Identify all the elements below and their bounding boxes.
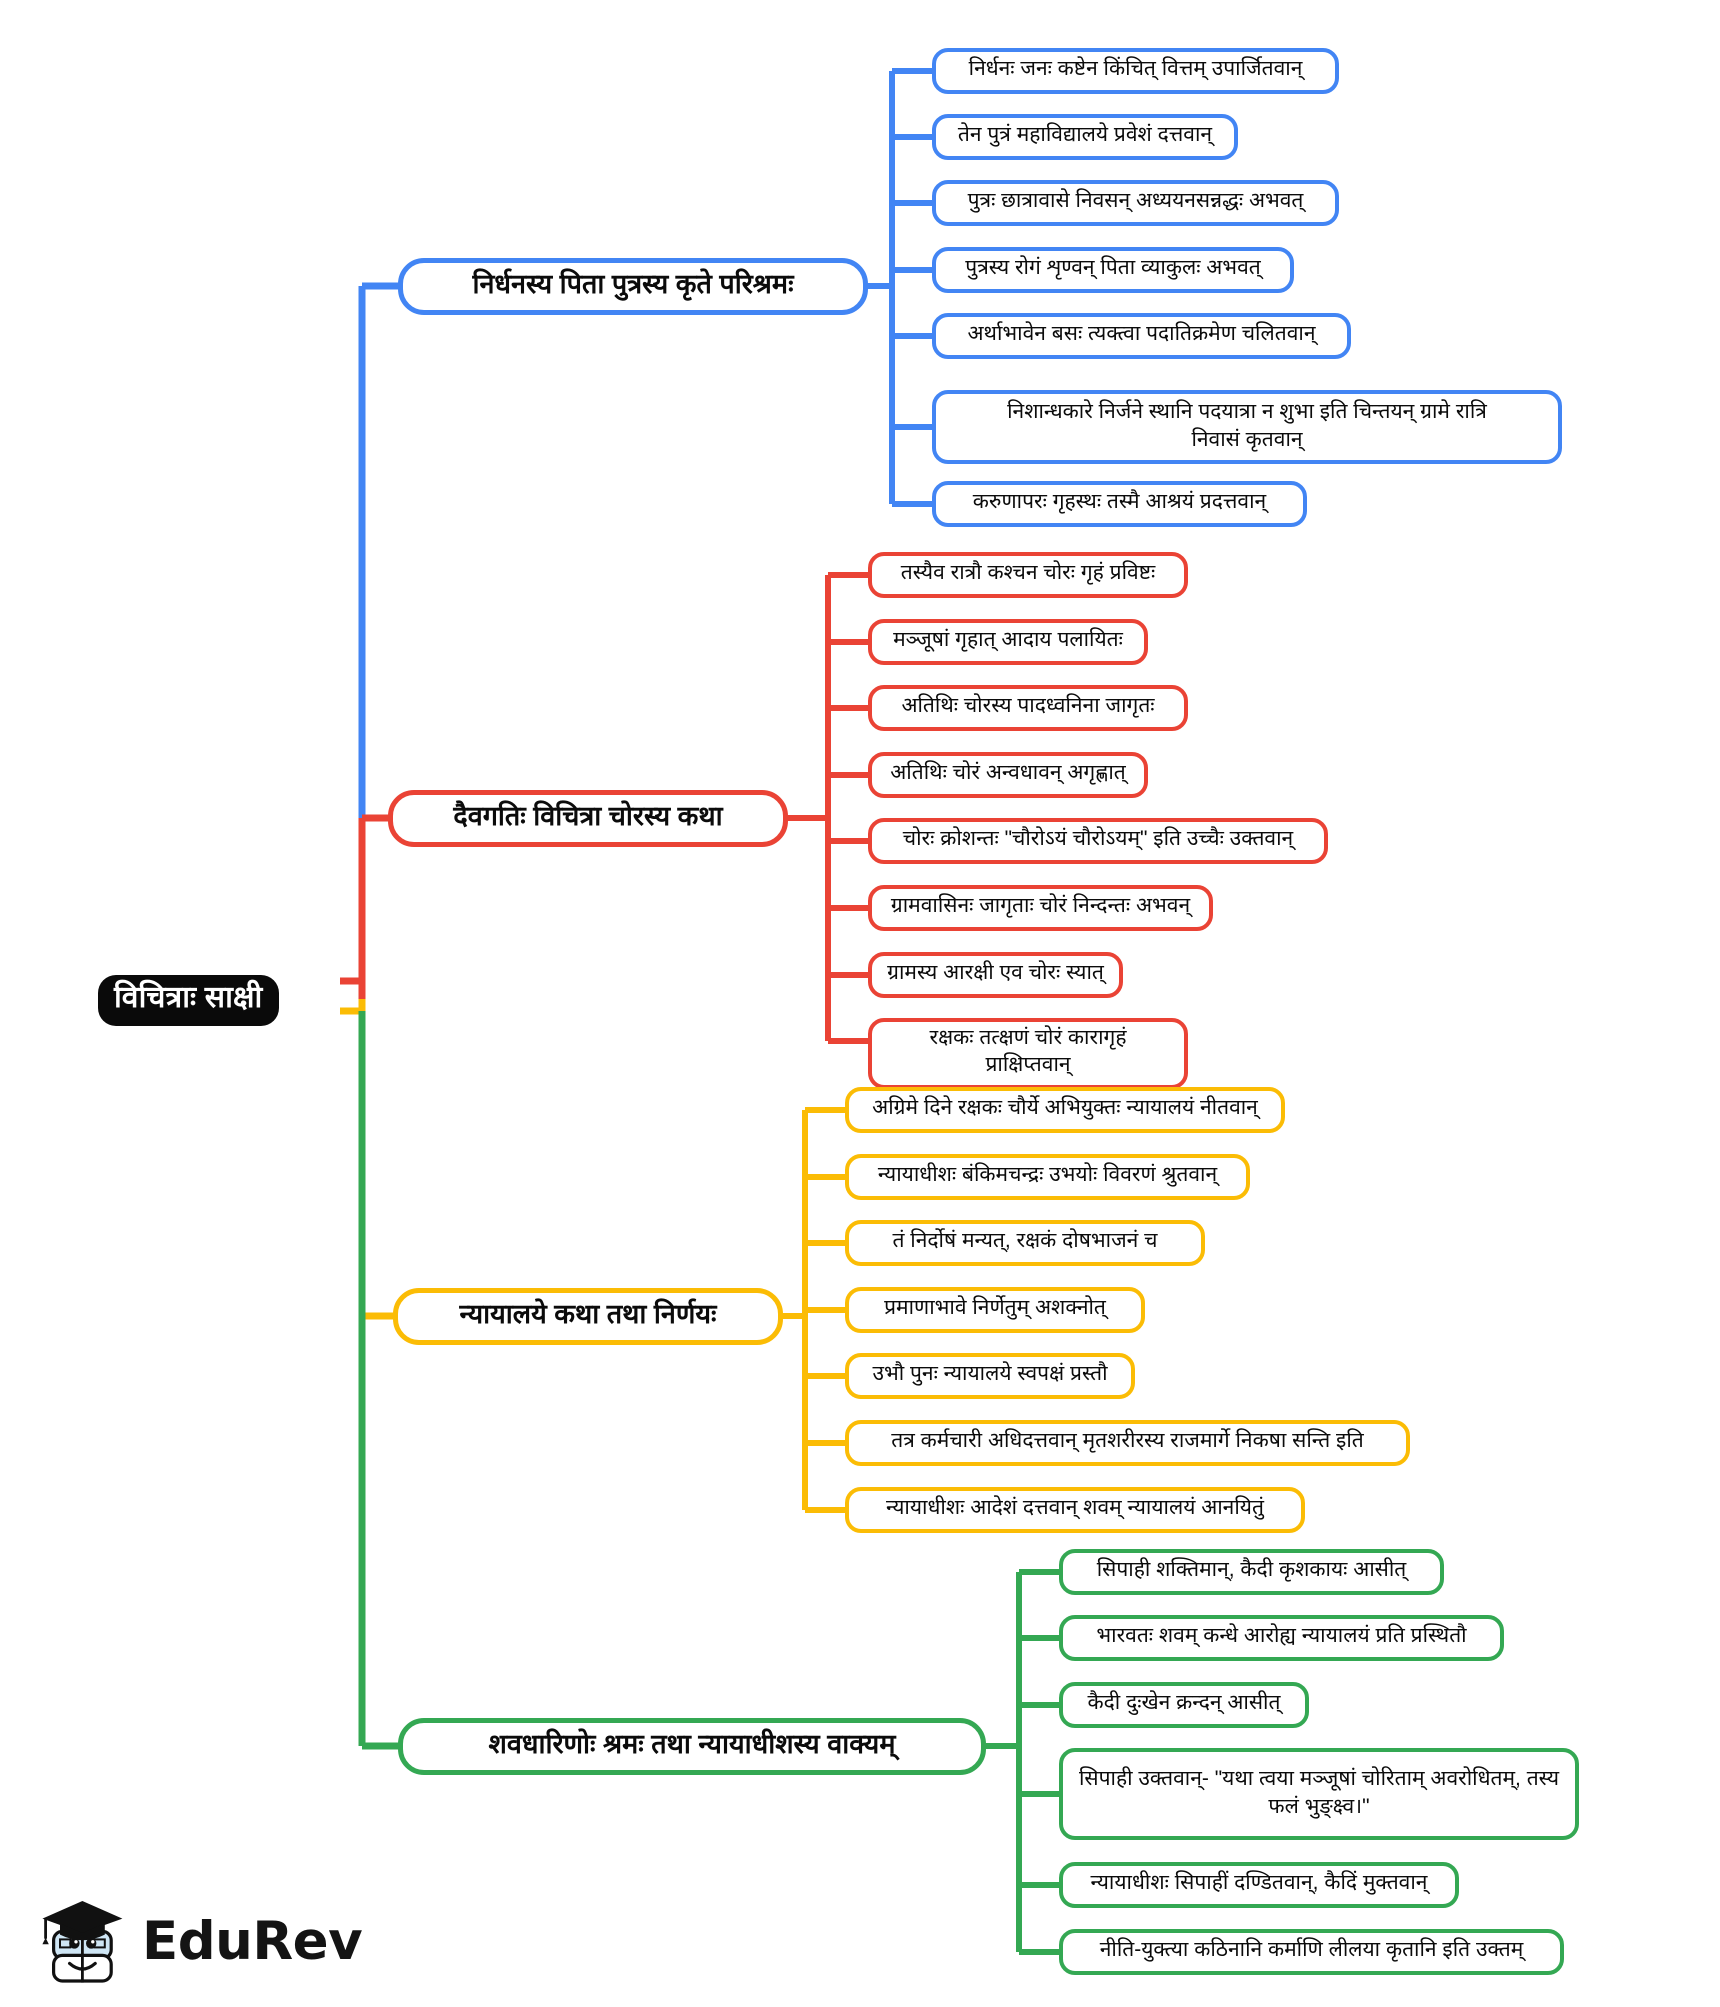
edurev-brand: EduRev: [36, 1893, 363, 1989]
leaf-node-4-5-label: न्यायाधीशः सिपाहीं दण्डितवान्, कैदिं मुक…: [1090, 1871, 1428, 1895]
leaf-node-1-5-label: अर्थाभावेन बसः त्यक्त्वा पदातिक्रमेण चलि…: [967, 322, 1316, 346]
leaf-node-2-1-label: तस्यैव रात्रौ कश्चन चोरः गृहं प्रविष्टः: [900, 561, 1156, 585]
leaf-node-1-3[interactable]: पुत्रः छात्रावासे निवसन् अध्ययनसन्नद्धः …: [932, 180, 1339, 226]
leaf-node-3-1-label: अग्रिमे दिने रक्षकः चौर्ये अभियुक्तः न्य…: [872, 1096, 1258, 1120]
leaf-node-3-3[interactable]: तं निर्दोषं मन्यत्, रक्षकं दोषभाजनं च: [845, 1220, 1205, 1266]
leaf-node-3-3-label: तं निर्दोषं मन्यत्, रक्षकं दोषभाजनं च: [892, 1229, 1158, 1253]
leaf-node-2-2[interactable]: मञ्जूषां गृहात् आदाय पलायितः: [868, 619, 1148, 665]
leaf-node-2-6-label: ग्रामवासिनः जागृताः चोरं निन्दन्तः अभवन्: [890, 894, 1191, 918]
branch-node-2[interactable]: दैवगतिः विचित्रा चोरस्य कथा: [388, 790, 788, 847]
leaf-node-1-6-label: निशान्धकारे निर्जने स्थानि पदयात्रा न शु…: [1007, 399, 1487, 451]
leaf-node-4-2[interactable]: भारवतः शवम् कन्धे आरोह्य न्यायालयं प्रति…: [1059, 1615, 1504, 1661]
leaf-node-1-1[interactable]: निर्धनः जनः कष्टेन किंचित् वित्तम् उपार्…: [932, 48, 1339, 94]
leaf-node-3-2[interactable]: न्यायाधीशः बंकिमचन्द्रः उभयोः विवरणं श्र…: [845, 1154, 1250, 1200]
branch-node-3-label: न्यायालये कथा तथा निर्णयः: [459, 1299, 717, 1329]
leaf-node-2-8-label: रक्षकः तत्क्षणं चोरं कारागृहं प्राक्षिप्…: [929, 1026, 1133, 1076]
leaf-node-4-3-label: कैदी दुःखेन क्रन्दन् आसीत्: [1087, 1691, 1281, 1715]
leaf-node-4-1-label: सिपाही शक्तिमान्, कैदी कृशकायः आसीत्: [1096, 1558, 1407, 1582]
leaf-node-2-5[interactable]: चोरः क्रोशन्तः "चौरोऽयं चौरोऽयम्" इति उच…: [868, 818, 1328, 864]
branch-node-4-label: शवधारिणोः श्रमः तथा न्यायाधीशस्य वाक्यम्: [488, 1729, 896, 1759]
leaf-node-4-5[interactable]: न्यायाधीशः सिपाहीं दण्डितवान्, कैदिं मुक…: [1059, 1862, 1459, 1908]
leaf-node-3-5[interactable]: उभौ पुनः न्यायालये स्वपक्षं प्रस्तौ: [845, 1353, 1135, 1399]
leaf-node-4-6-label: नीति-युक्त्या कठिनानि कर्माणि लीलया कृता…: [1099, 1938, 1524, 1962]
leaf-node-1-2[interactable]: तेन पुत्रं महाविद्यालये प्रवेशं दत्तवान्: [932, 114, 1238, 160]
leaf-node-3-2-label: न्यायाधीशः बंकिमचन्द्रः उभयोः विवरणं श्र…: [877, 1163, 1218, 1187]
leaf-node-2-3[interactable]: अतिथिः चोरस्य पादध्वनिना जागृतः: [868, 685, 1188, 731]
root-node-label: विचित्राः साक्षी: [114, 981, 263, 1014]
leaf-node-4-1[interactable]: सिपाही शक्तिमान्, कैदी कृशकायः आसीत्: [1059, 1549, 1444, 1595]
leaf-node-1-1-label: निर्धनः जनः कष्टेन किंचित् वित्तम् उपार्…: [968, 57, 1303, 81]
leaf-node-2-4-label: अतिथिः चोरं अन्वधावन् अगृह्णात्: [890, 761, 1126, 785]
leaf-node-1-4[interactable]: पुत्रस्य रोगं शृण्वन् पिता व्याकुलः अभवत…: [932, 247, 1294, 293]
leaf-node-1-7[interactable]: करुणापरः गृहस्थः तस्मै आश्रयं प्रदत्तवान…: [932, 481, 1307, 527]
leaf-node-3-6[interactable]: तत्र कर्मचारी अधिदत्तवान् मृतशरीरस्य राज…: [845, 1420, 1410, 1466]
leaf-node-1-7-label: करुणापरः गृहस्थः तस्मै आश्रयं प्रदत्तवान…: [972, 490, 1267, 514]
leaf-node-1-4-label: पुत्रस्य रोगं शृण्वन् पिता व्याकुलः अभवत…: [965, 256, 1261, 280]
edurev-logo-icon: [42, 1901, 123, 1983]
leaf-node-3-1[interactable]: अग्रिमे दिने रक्षकः चौर्ये अभियुक्तः न्य…: [845, 1087, 1285, 1133]
leaf-node-4-4[interactable]: सिपाही उक्तवान्- "यथा त्वया मञ्जूषां चोर…: [1059, 1748, 1579, 1840]
leaf-node-2-5-label: चोरः क्रोशन्तः "चौरोऽयं चौरोऽयम्" इति उच…: [902, 827, 1294, 851]
leaf-node-1-2-label: तेन पुत्रं महाविद्यालये प्रवेशं दत्तवान्: [957, 123, 1213, 147]
leaf-node-2-2-label: मञ्जूषां गृहात् आदाय पलायितः: [893, 628, 1123, 652]
leaf-node-1-5[interactable]: अर्थाभावेन बसः त्यक्त्वा पदातिक्रमेण चलि…: [932, 313, 1351, 359]
leaf-node-4-2-label: भारवतः शवम् कन्धे आरोह्य न्यायालयं प्रति…: [1096, 1624, 1467, 1648]
leaf-node-2-4[interactable]: अतिथिः चोरं अन्वधावन् अगृह्णात्: [868, 752, 1148, 798]
branch-node-3[interactable]: न्यायालये कथा तथा निर्णयः: [393, 1288, 783, 1345]
leaf-node-4-4-label: सिपाही उक्तवान्- "यथा त्वया मञ्जूषां चोर…: [1078, 1766, 1560, 1818]
leaf-node-3-5-label: उभौ पुनः न्यायालये स्वपक्षं प्रस्तौ: [872, 1362, 1108, 1386]
leaf-node-2-8[interactable]: रक्षकः तत्क्षणं चोरं कारागृहं प्राक्षिप्…: [868, 1018, 1188, 1089]
leaf-node-2-6[interactable]: ग्रामवासिनः जागृताः चोरं निन्दन्तः अभवन्: [868, 885, 1213, 931]
leaf-node-4-6[interactable]: नीति-युक्त्या कठिनानि कर्माणि लीलया कृता…: [1059, 1929, 1564, 1975]
leaf-node-2-7-label: ग्रामस्य आरक्षी एव चोरः स्यात्: [887, 961, 1104, 985]
branch-node-1[interactable]: निर्धनस्य पिता पुत्रस्य कृते परिश्रमः: [398, 258, 868, 315]
leaf-node-2-7[interactable]: ग्रामस्य आरक्षी एव चोरः स्यात्: [868, 952, 1123, 998]
branch-node-4[interactable]: शवधारिणोः श्रमः तथा न्यायाधीशस्य वाक्यम्: [398, 1718, 986, 1775]
leaf-node-2-1[interactable]: तस्यैव रात्रौ कश्चन चोरः गृहं प्रविष्टः: [868, 552, 1188, 598]
leaf-node-4-3[interactable]: कैदी दुःखेन क्रन्दन् आसीत्: [1059, 1682, 1309, 1728]
leaf-node-1-6[interactable]: निशान्धकारे निर्जने स्थानि पदयात्रा न शु…: [932, 390, 1562, 464]
branch-node-2-label: दैवगतिः विचित्रा चोरस्य कथा: [453, 801, 723, 831]
leaf-node-3-7-label: न्यायाधीशः आदेशं दत्तवान् शवम् न्यायालयं…: [886, 1496, 1264, 1520]
leaf-node-3-7[interactable]: न्यायाधीशः आदेशं दत्तवान् शवम् न्यायालयं…: [845, 1487, 1305, 1533]
leaf-node-2-3-label: अतिथिः चोरस्य पादध्वनिना जागृतः: [901, 694, 1155, 718]
root-node[interactable]: विचित्राः साक्षी: [98, 975, 279, 1027]
leaf-node-1-3-label: पुत्रः छात्रावासे निवसन् अध्ययनसन्नद्धः …: [967, 189, 1304, 213]
branch-node-1-label: निर्धनस्य पिता पुत्रस्य कृते परिश्रमः: [472, 269, 794, 299]
edurev-wordmark: EduRev: [142, 1910, 363, 1972]
leaf-node-3-4[interactable]: प्रमाणाभावे निर्णेतुम् अशक्नोत्: [845, 1287, 1145, 1333]
leaf-node-3-6-label: तत्र कर्मचारी अधिदत्तवान् मृतशरीरस्य राज…: [891, 1429, 1364, 1453]
leaf-node-3-4-label: प्रमाणाभावे निर्णेतुम् अशक्नोत्: [884, 1296, 1106, 1320]
